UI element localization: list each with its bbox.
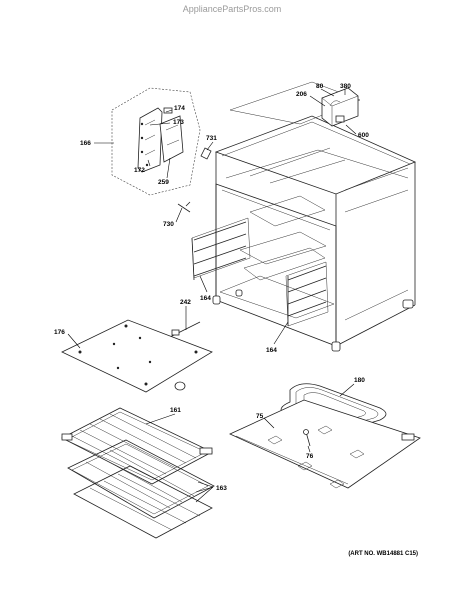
leader-lines [67, 88, 357, 503]
oven-rack-163 [67, 439, 215, 539]
label-380: 380 [340, 83, 351, 90]
label-600: 600 [358, 132, 369, 139]
label-161: 161 [170, 407, 181, 414]
label-76: 76 [306, 453, 314, 460]
label-173: 173 [173, 119, 184, 126]
oven-cabinet [212, 81, 417, 352]
clip-731 [200, 147, 212, 160]
oven-rack-161 [61, 407, 213, 485]
bottom-panel-176 [61, 319, 213, 393]
label-166: 166 [80, 140, 91, 147]
label-180: 180 [354, 377, 365, 384]
label-164-right: 164 [266, 347, 277, 354]
rack-guide-right [285, 261, 329, 327]
label-174: 174 [174, 105, 185, 112]
control-board-assembly [111, 87, 201, 196]
nut-part [174, 381, 186, 391]
label-259: 259 [158, 179, 169, 186]
art-number: (ART NO. WB14881 C15) [348, 551, 418, 557]
pin-730 [177, 201, 191, 213]
sensor-242 [167, 321, 201, 339]
label-172: 172 [134, 167, 145, 174]
transformer-component [321, 87, 359, 127]
label-75: 75 [256, 413, 264, 420]
label-163: 163 [216, 485, 227, 492]
label-731: 731 [206, 135, 217, 142]
watermark-text: AppliancePartsPros.com [183, 4, 282, 14]
label-206: 206 [296, 91, 307, 98]
part-labels: 173 174 166 172 259 80 380 206 600 731 7… [54, 83, 369, 492]
label-176: 176 [54, 329, 65, 336]
screw-76 [303, 429, 311, 447]
label-730: 730 [163, 221, 174, 228]
bottom-tray-75 [229, 399, 421, 489]
label-164-left: 164 [200, 295, 211, 302]
label-242: 242 [180, 299, 191, 306]
label-80: 80 [316, 83, 324, 90]
rack-guide-left [191, 217, 251, 281]
